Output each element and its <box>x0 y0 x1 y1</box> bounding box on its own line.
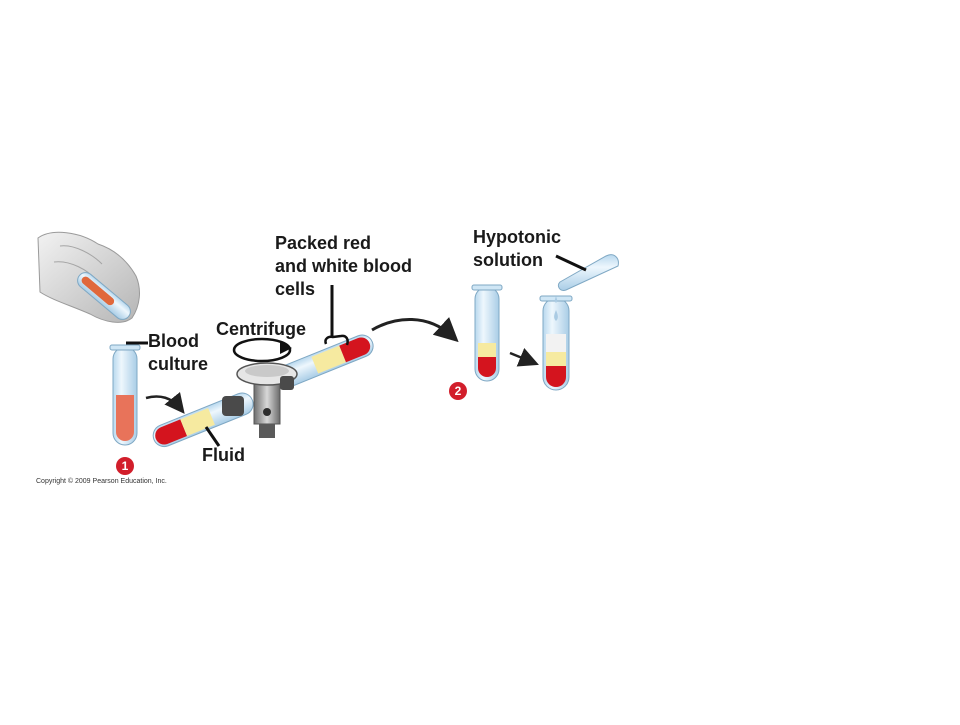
packed-cells-label-line1: Packed red <box>275 233 372 253</box>
step-2-badge: 2 <box>449 382 467 400</box>
arrow-2 <box>371 317 459 343</box>
blood-culture-label: Blood culture <box>148 330 208 376</box>
hypotonic-label-line1: Hypotonic <box>473 227 561 247</box>
fluid-label: Fluid <box>202 445 245 465</box>
step-1-badge: 1 <box>116 457 134 475</box>
separated-tube <box>471 284 503 382</box>
culture-tube <box>109 344 141 446</box>
arrow-3 <box>509 348 539 367</box>
packed-cells-label: Packed red and white blood cells <box>275 232 412 301</box>
packed-cells-label-line2: and white blood <box>275 256 412 276</box>
hypotonic-label-line2: solution <box>473 250 543 270</box>
pipette-icon <box>557 254 619 291</box>
hypotonic-pointer <box>555 254 587 272</box>
hypotonic-solution-label: Hypotonic solution <box>473 226 561 272</box>
centrifuge-label: Centrifuge <box>216 319 306 339</box>
fluid-pointer <box>204 426 221 447</box>
arrow-1 <box>145 391 185 414</box>
blood-culture-label-line1: Blood <box>148 331 199 351</box>
blood-culture-label-line2: culture <box>148 354 209 374</box>
packed-cells-bracket <box>324 334 349 346</box>
copyright-text: Copyright © 2009 Pearson Education, Inc. <box>36 478 167 485</box>
solution-drop-icon <box>554 296 558 321</box>
packed-cells-label-line3: cells <box>275 279 316 299</box>
rotation-arrow-icon <box>232 337 292 363</box>
centrifuge-icon <box>222 362 298 438</box>
pouring-tube <box>77 272 131 320</box>
